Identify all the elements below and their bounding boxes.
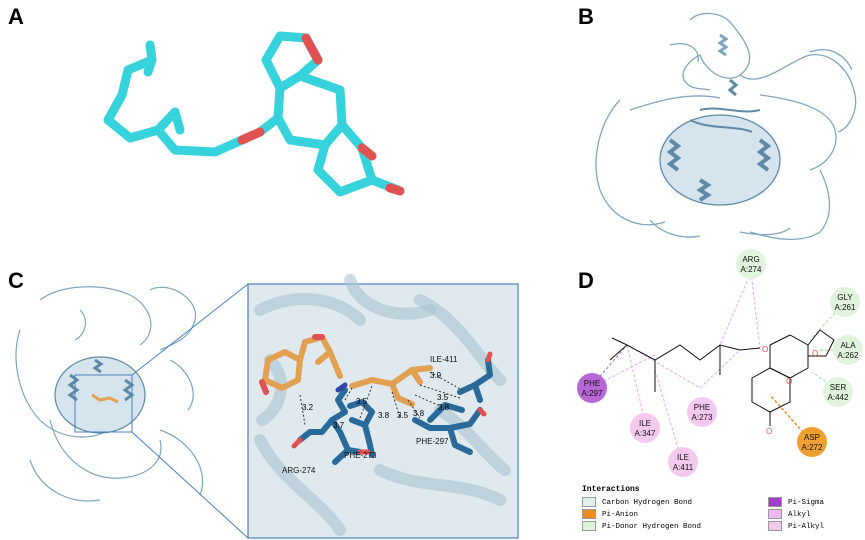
distance-label: 3.8	[378, 411, 390, 420]
svg-text:A:411: A:411	[673, 463, 694, 472]
svg-text:ASP: ASP	[804, 433, 820, 442]
svg-text:O: O	[812, 349, 818, 358]
panel-label-d: D	[578, 268, 594, 293]
svg-text:ALA: ALA	[840, 341, 856, 350]
svg-text:ARG: ARG	[742, 255, 759, 264]
residue-disc-ala-262: ALA A:262	[833, 335, 863, 365]
svg-text:A:297: A:297	[582, 389, 603, 398]
residue-disc-ile-411: ILE A:411	[668, 447, 698, 477]
svg-text:A:262: A:262	[838, 351, 859, 360]
panel-d-interaction-diagram: O O O O ARG A:274 GLY A:261 ALA A:262 SE…	[577, 249, 863, 477]
svg-text:PHE: PHE	[584, 379, 600, 388]
panel-c-protein-overview	[15, 286, 204, 502]
svg-text:O: O	[786, 377, 792, 386]
panel-c-ligand-small	[91, 393, 119, 404]
residue-disc-gly-261: GLY A:261	[830, 287, 860, 317]
panel-label-b: B	[578, 4, 594, 29]
svg-text:GLY: GLY	[837, 293, 853, 302]
legend-item-pi-donor-hydrogen-bond: Pi-Donor Hydrogen Bond	[582, 521, 701, 531]
residue-disc-ile-347: ILE A:347	[630, 413, 660, 443]
panel-b-protein-cartoon	[595, 12, 857, 240]
zoom-panel: 3.9 3.5 3.2 3.5 3.7 3.8 3.5 3.8 3.8 ILE-…	[247, 274, 519, 539]
svg-text:O: O	[762, 345, 768, 354]
svg-text:A:261: A:261	[835, 303, 856, 312]
legend-item-carbon-hydrogen-bond: Carbon Hydrogen Bond	[582, 497, 692, 507]
distance-label: 3.5	[356, 397, 368, 406]
legend-item-pi-anion: Pi-Anion	[582, 509, 638, 519]
zoom-connector-bottom	[131, 431, 249, 539]
residue-label-ile-411: ILE-411	[430, 355, 458, 364]
residue-label-arg-274: ARG-274	[282, 466, 316, 475]
legend-item-pi-sigma: Pi-Sigma	[768, 497, 824, 507]
zoom-source-box	[74, 374, 133, 433]
svg-text:PHE: PHE	[694, 403, 710, 412]
legend-item-pi-alkyl: Pi-Alkyl	[768, 521, 824, 531]
svg-text:A:347: A:347	[635, 429, 656, 438]
distance-label: 3.9	[430, 371, 442, 380]
residue-label-phe-273: PHE-273	[344, 451, 377, 460]
panel-label-c: C	[8, 268, 24, 293]
distance-label: 3.5	[397, 411, 409, 420]
residue-disc-ser-442: SER A:442	[823, 377, 853, 407]
zoom-connector-top	[131, 283, 249, 376]
residue-disc-arg-274: ARG A:274	[736, 249, 766, 279]
distance-label: 3.2	[302, 403, 314, 412]
svg-text:A:442: A:442	[828, 393, 849, 402]
svg-text:SER: SER	[830, 383, 847, 392]
svg-text:A:272: A:272	[802, 443, 823, 452]
legend-item-alkyl: Alkyl	[768, 509, 811, 519]
distance-label: 3.8	[413, 409, 425, 418]
svg-text:ILE: ILE	[639, 419, 651, 428]
residue-disc-phe-297: PHE A:297	[577, 373, 607, 403]
panel-a-ligand-stick-model	[103, 31, 405, 197]
legend-title: Interactions	[582, 485, 640, 494]
svg-text:O: O	[766, 427, 772, 436]
residue-label-phe-297: PHE-297	[416, 437, 449, 446]
svg-text:A:274: A:274	[741, 265, 762, 274]
residue-disc-asp-272: ASP A:272	[797, 427, 827, 457]
distance-label: 3.5	[437, 393, 449, 402]
svg-text:ILE: ILE	[677, 453, 689, 462]
distance-label: 3.8	[438, 403, 450, 412]
panel-label-a: A	[8, 4, 24, 29]
distance-label: 3.7	[333, 421, 345, 430]
residue-disc-phe-273: PHE A:273	[687, 397, 717, 427]
svg-text:A:273: A:273	[692, 413, 713, 422]
